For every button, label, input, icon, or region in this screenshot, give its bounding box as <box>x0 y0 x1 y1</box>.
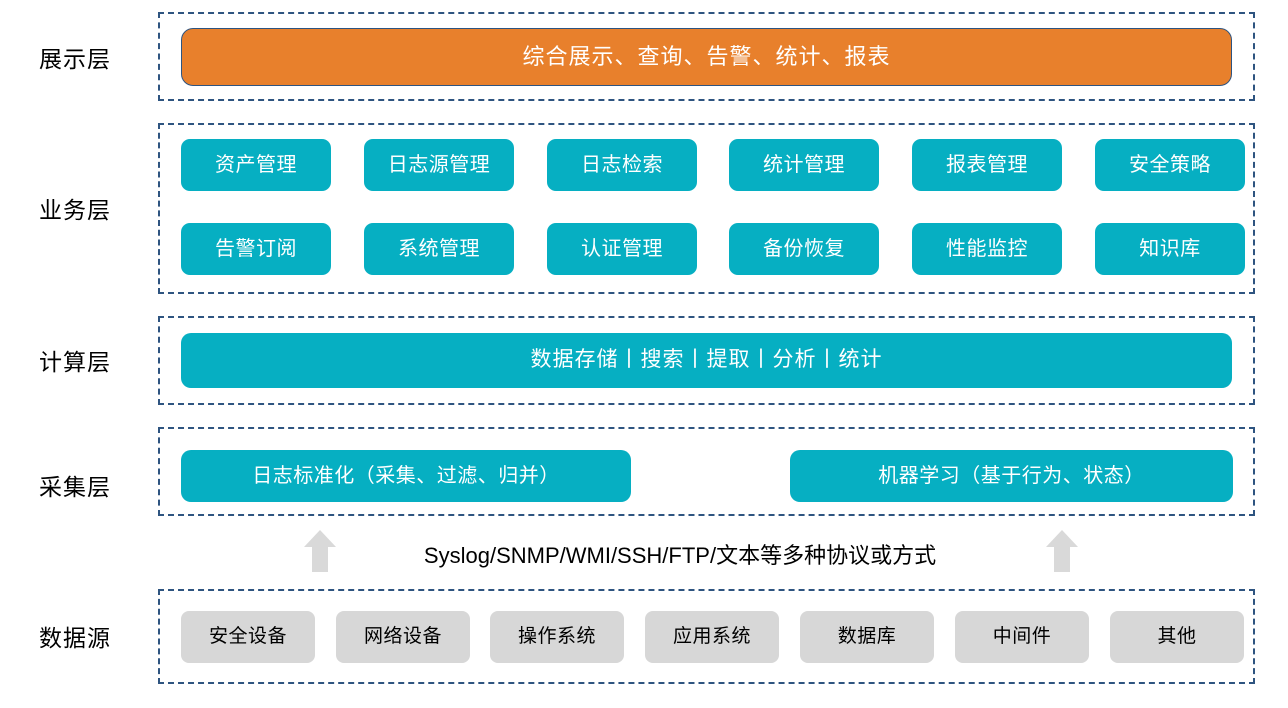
presentation-zone <box>158 12 1255 101</box>
datasource-item-other[interactable]: 其他 <box>1110 611 1244 663</box>
datasource-item-operating-system[interactable]: 操作系统 <box>490 611 624 663</box>
collection-zone <box>158 427 1255 516</box>
collection-item-log-normalization[interactable]: 日志标准化（采集、过滤、归并） <box>181 450 631 502</box>
business-zone <box>158 123 1255 294</box>
business-item-knowledge-base[interactable]: 知识库 <box>1095 223 1245 275</box>
datasource-item-middleware[interactable]: 中间件 <box>955 611 1089 663</box>
layer-label-collection: 采集层 <box>39 474 111 500</box>
business-item-statistics-management[interactable]: 统计管理 <box>729 139 879 191</box>
datasource-item-application-system[interactable]: 应用系统 <box>645 611 779 663</box>
compute-banner[interactable]: 数据存储丨搜索丨提取丨分析丨统计 <box>181 333 1232 388</box>
business-item-performance-monitor[interactable]: 性能监控 <box>912 223 1062 275</box>
business-item-security-policy[interactable]: 安全策略 <box>1095 139 1245 191</box>
datasource-item-security-device[interactable]: 安全设备 <box>181 611 315 663</box>
business-item-log-search[interactable]: 日志检索 <box>547 139 697 191</box>
business-item-alarm-subscription[interactable]: 告警订阅 <box>181 223 331 275</box>
collection-item-machine-learning[interactable]: 机器学习（基于行为、状态） <box>790 450 1233 502</box>
business-item-report-management[interactable]: 报表管理 <box>912 139 1062 191</box>
transport-protocols-label: Syslog/SNMP/WMI/SSH/FTP/文本等多种协议或方式 <box>423 543 937 568</box>
business-item-log-source-management[interactable]: 日志源管理 <box>364 139 514 191</box>
datasource-item-database[interactable]: 数据库 <box>800 611 934 663</box>
layer-label-compute: 计算层 <box>39 349 111 375</box>
business-item-system-management[interactable]: 系统管理 <box>364 223 514 275</box>
presentation-banner[interactable]: 综合展示、查询、告警、统计、报表 <box>181 28 1232 86</box>
layer-label-business: 业务层 <box>39 197 111 223</box>
business-item-auth-management[interactable]: 认证管理 <box>547 223 697 275</box>
layer-label-presentation: 展示层 <box>39 46 111 72</box>
datasource-zone <box>158 589 1255 684</box>
datasource-item-network-device[interactable]: 网络设备 <box>336 611 470 663</box>
business-item-asset-management[interactable]: 资产管理 <box>181 139 331 191</box>
up-arrow-icon-left <box>302 528 338 574</box>
business-item-backup-restore[interactable]: 备份恢复 <box>729 223 879 275</box>
compute-zone <box>158 316 1255 405</box>
up-arrow-icon-right <box>1044 528 1080 574</box>
layer-label-datasource: 数据源 <box>39 625 111 651</box>
